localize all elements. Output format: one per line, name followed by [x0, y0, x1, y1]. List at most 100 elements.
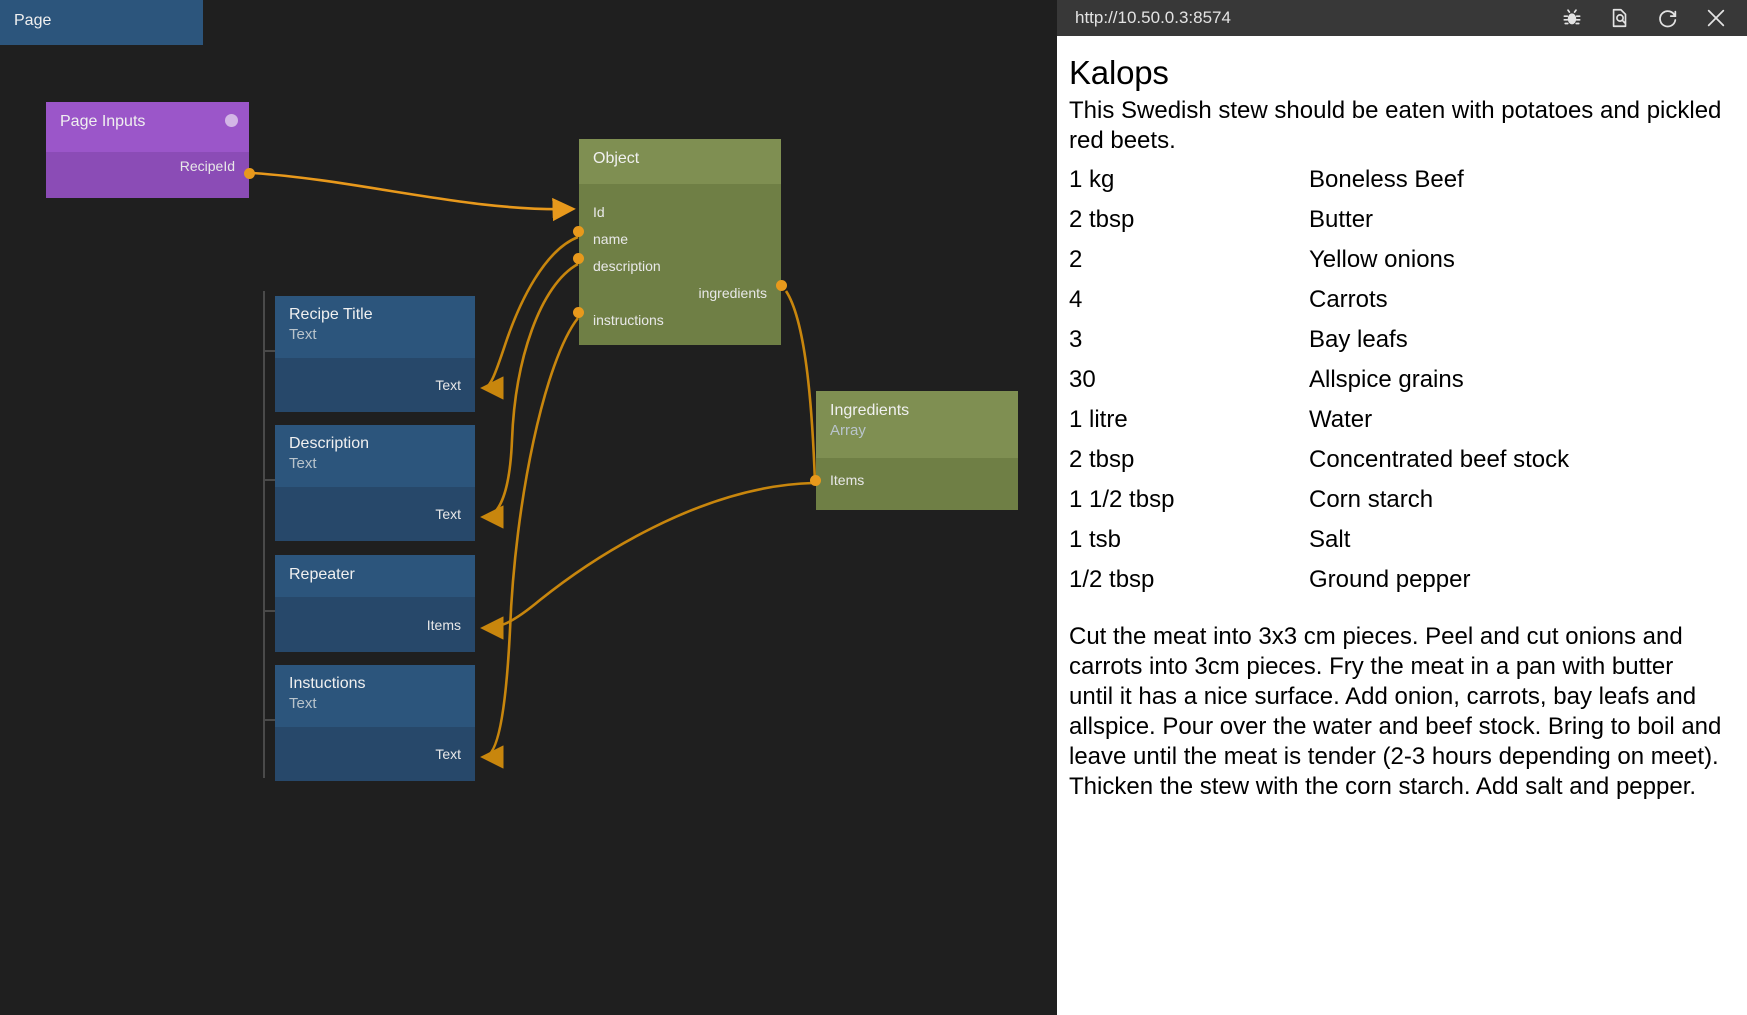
ingredient-row: 1 kg Boneless Beef: [1069, 160, 1723, 200]
ingredient-amount: 4: [1069, 286, 1083, 313]
browser-toolbar: http://10.50.0.3:8574: [1057, 0, 1747, 36]
node-object[interactable]: Object Id name description ingredients i…: [573, 139, 787, 345]
port-label: Items: [830, 471, 865, 488]
input-port-row-text[interactable]: Text: [275, 727, 475, 781]
ingredient-name: Ground pepper: [1309, 566, 1471, 593]
output-port-dot-ingredients[interactable]: [776, 280, 787, 291]
input-port-dot-items[interactable]: [810, 475, 821, 486]
node-title: Page: [14, 12, 52, 29]
node-body: Text: [275, 727, 475, 781]
node-header: Object: [579, 139, 781, 184]
ingredient-row: 1/2 tbsp Ground pepper: [1069, 560, 1723, 600]
tree-stub: [263, 610, 275, 612]
ingredient-name: Corn starch: [1309, 486, 1434, 513]
input-port-row-id[interactable]: Id: [579, 198, 781, 225]
url-text[interactable]: http://10.50.0.3:8574: [1075, 8, 1231, 27]
input-port-row-name[interactable]: name: [579, 225, 781, 252]
node-body: Items: [810, 458, 1018, 510]
node-header: Page Inputs: [46, 102, 249, 152]
node-subtitle: Text: [289, 455, 317, 472]
ingredient-row: 2 tbsp Butter: [1069, 200, 1723, 240]
port-label: Text: [435, 377, 461, 393]
close-icon[interactable]: [1699, 1, 1733, 35]
ingredient-amount: 1 litre: [1069, 406, 1128, 433]
node-graph-canvas[interactable]: Page Inputs RecipeId Object Id name: [0, 0, 1057, 1015]
output-port-dot[interactable]: [244, 168, 255, 179]
ingredient-amount: 1 tsb: [1069, 526, 1122, 553]
node-title: Object: [593, 150, 640, 167]
ingredient-name: Allspice grains: [1309, 366, 1464, 393]
node-subtitle: Array: [830, 422, 866, 439]
ingredient-name: Water: [1309, 406, 1373, 433]
node-menu-dot-icon[interactable]: [225, 114, 238, 127]
port-label: Text: [435, 746, 461, 762]
ingredient-amount: 2: [1069, 246, 1083, 273]
ingredient-name: Butter: [1309, 206, 1374, 233]
node-title: Instuctions: [289, 675, 366, 692]
port-label: name: [593, 230, 629, 247]
ingredient-name: Carrots: [1309, 286, 1388, 313]
ingredient-amount: 1 1/2 tbsp: [1069, 486, 1175, 513]
recipe-page: Kalops This Swedish stew should be eaten…: [1057, 36, 1747, 1015]
input-port-dot-instructions[interactable]: [573, 307, 584, 318]
input-port-row-items[interactable]: Items: [816, 466, 1018, 493]
node-title: Description: [289, 435, 370, 452]
output-port-row-ingredients[interactable]: ingredients: [579, 279, 781, 306]
node-body: Id name description ingredients instruct…: [573, 184, 787, 345]
input-port-row-text[interactable]: Text: [275, 487, 475, 541]
ingredient-name: Yellow onions: [1309, 246, 1455, 273]
inspect-icon[interactable]: [1603, 1, 1637, 35]
port-label: Text: [435, 506, 461, 522]
node-description[interactable]: Description Text Text: [275, 425, 475, 541]
ingredient-amount: 2 tbsp: [1069, 446, 1135, 473]
node-subtitle: Text: [289, 695, 317, 712]
node-page[interactable]: Page: [0, 0, 203, 45]
tree-stub: [263, 719, 275, 721]
node-page-inputs[interactable]: Page Inputs RecipeId: [46, 102, 255, 198]
ingredient-row: 2 Yellow onions: [1069, 240, 1723, 280]
tree-stub: [263, 479, 275, 481]
bug-icon[interactable]: [1555, 1, 1589, 35]
node-header: Instuctions Text: [275, 665, 475, 727]
browser-preview-panel: http://10.50.0.3:8574: [1057, 0, 1747, 1015]
input-port-dot-name[interactable]: [573, 226, 584, 237]
recipe-instructions: Cut the meat into 3x3 cm pieces. Peel an…: [1069, 623, 1722, 800]
port-label: Items: [426, 616, 461, 633]
node-recipe-title[interactable]: Recipe Title Text Text: [275, 296, 475, 412]
ingredient-amount: 2 tbsp: [1069, 206, 1135, 233]
ingredient-amount: 1 kg: [1069, 166, 1115, 193]
ingredients-table: 1 kg Boneless Beef 2 tbsp Butter 2 Yellow oni…: [1069, 160, 1723, 600]
ingredient-amount: 1/2 tbsp: [1069, 566, 1155, 593]
input-port-dot-description[interactable]: [573, 253, 584, 264]
ingredient-name: Boneless Beef: [1309, 166, 1464, 193]
tree-rail: [263, 291, 265, 778]
input-port-row-instructions[interactable]: instructions: [579, 306, 781, 333]
node-body: RecipeId: [46, 152, 255, 198]
ingredient-name: Salt: [1309, 526, 1351, 553]
output-port-row[interactable]: RecipeId: [46, 152, 249, 179]
node-title: Page Inputs: [60, 113, 146, 130]
ingredients-table-body: 1 kg Boneless Beef 2 tbsp Butter 2 Yellow oni…: [1069, 160, 1723, 600]
reload-icon[interactable]: [1651, 1, 1685, 35]
ingredient-name: Bay leafs: [1309, 326, 1408, 353]
node-ingredients[interactable]: Ingredients Array Items: [810, 391, 1018, 510]
node-header: Description Text: [275, 425, 475, 487]
input-port-row-text[interactable]: Text: [275, 358, 475, 412]
node-repeater[interactable]: Repeater Items: [275, 555, 475, 652]
node-instuctions[interactable]: Instuctions Text Text: [275, 665, 475, 781]
port-label: description: [593, 257, 661, 274]
port-label: Id: [593, 203, 605, 220]
ingredient-row: 1 1/2 tbsp Corn starch: [1069, 480, 1723, 520]
ingredient-row: 1 tsb Salt: [1069, 520, 1723, 560]
tree-stub: [263, 350, 275, 352]
port-label: ingredients: [698, 284, 768, 301]
node-header: Repeater: [275, 555, 475, 597]
input-port-row-description[interactable]: description: [579, 252, 781, 279]
input-port-row-items[interactable]: Items: [275, 597, 475, 652]
node-title: Repeater: [289, 566, 355, 583]
port-label: RecipeId: [179, 157, 235, 174]
